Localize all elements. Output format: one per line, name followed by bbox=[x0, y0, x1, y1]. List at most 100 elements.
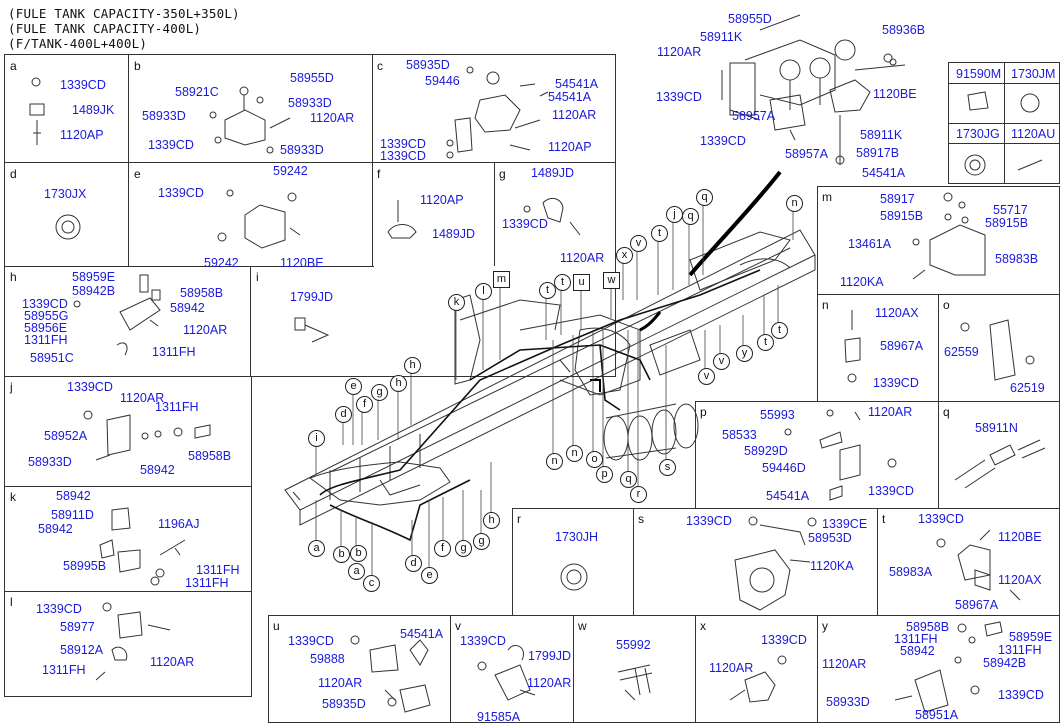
part-label[interactable]: 91590M bbox=[956, 67, 1002, 81]
callout-marker[interactable]: q bbox=[696, 189, 713, 206]
part-label[interactable]: 55993 bbox=[760, 408, 795, 422]
part-label[interactable]: 59242 bbox=[273, 164, 308, 178]
callout-marker[interactable]: c bbox=[363, 575, 380, 592]
part-label[interactable]: 58942 bbox=[38, 522, 73, 536]
part-label[interactable]: 58967A bbox=[880, 339, 924, 353]
callout-marker[interactable]: a bbox=[348, 563, 365, 580]
part-label[interactable]: 58951A bbox=[915, 708, 959, 722]
callout-marker[interactable]: t bbox=[539, 282, 556, 299]
part-label[interactable]: 54541A bbox=[548, 90, 592, 104]
part-label[interactable]: 1339CD bbox=[36, 602, 82, 616]
callout-marker[interactable]: y bbox=[736, 345, 753, 362]
part-label[interactable]: 1120AR bbox=[150, 655, 195, 669]
part-label[interactable]: 1120AP bbox=[548, 140, 592, 154]
part-label[interactable]: 58917 bbox=[880, 192, 915, 206]
part-label[interactable]: 1311FH bbox=[998, 643, 1042, 657]
part-label[interactable]: 58933D bbox=[142, 109, 186, 123]
part-label[interactable]: 58942B bbox=[983, 656, 1027, 670]
part-label[interactable]: 58942 bbox=[56, 489, 91, 503]
callout-marker[interactable]: f bbox=[356, 396, 373, 413]
part-label[interactable]: 58911N bbox=[975, 421, 1018, 435]
part-label[interactable]: 1339CD bbox=[686, 514, 732, 528]
part-label[interactable]: 58955D bbox=[290, 71, 334, 85]
part-label[interactable]: 58959E bbox=[72, 270, 116, 284]
callout-marker[interactable]: w bbox=[603, 272, 620, 289]
part-label[interactable]: 58911K bbox=[860, 128, 903, 142]
part-label[interactable]: 1120KA bbox=[810, 559, 854, 573]
part-label[interactable]: 58933D bbox=[280, 143, 324, 157]
part-label[interactable]: 1120BE bbox=[998, 530, 1042, 544]
part-label[interactable]: 1120AR bbox=[822, 657, 867, 671]
part-label[interactable]: 58955G bbox=[24, 309, 69, 323]
part-label[interactable]: 58942 bbox=[170, 301, 205, 315]
part-label[interactable]: 1311FH bbox=[196, 563, 240, 577]
part-label[interactable]: 1311FH bbox=[42, 663, 86, 677]
part-label[interactable]: 58956E bbox=[24, 321, 68, 335]
callout-marker[interactable]: b bbox=[333, 546, 350, 563]
part-label[interactable]: 1339CD bbox=[918, 512, 964, 526]
part-label[interactable]: 58958B bbox=[906, 620, 950, 634]
callout-marker[interactable]: f bbox=[434, 540, 451, 557]
part-label[interactable]: 1339CE bbox=[822, 517, 868, 531]
part-label[interactable]: 1339CD bbox=[380, 149, 426, 163]
part-label[interactable]: 1120AR bbox=[709, 661, 754, 675]
part-label[interactable]: 1339CD bbox=[873, 376, 919, 390]
callout-marker[interactable]: e bbox=[421, 567, 438, 584]
part-label[interactable]: 1120AR bbox=[560, 251, 605, 265]
part-label[interactable]: 1120AX bbox=[875, 306, 919, 320]
part-label[interactable]: 1120KA bbox=[840, 275, 884, 289]
part-label[interactable]: 1339CD bbox=[656, 90, 702, 104]
part-label[interactable]: 1120AP bbox=[420, 193, 464, 207]
part-label[interactable]: 58933D bbox=[288, 96, 332, 110]
callout-marker[interactable]: n bbox=[546, 453, 563, 470]
part-label[interactable]: 1730JM bbox=[1011, 67, 1056, 81]
part-label[interactable]: 58929D bbox=[744, 444, 788, 458]
part-label[interactable]: 1120AX bbox=[998, 573, 1042, 587]
part-label[interactable]: 1339CD bbox=[502, 217, 548, 231]
callout-marker[interactable]: g bbox=[473, 533, 490, 550]
callout-marker[interactable]: h bbox=[483, 512, 500, 529]
part-label[interactable]: 1339CD bbox=[67, 380, 113, 394]
part-label[interactable]: 1339CD bbox=[700, 134, 746, 148]
callout-marker[interactable]: q bbox=[620, 471, 637, 488]
part-label[interactable]: 1311FH bbox=[894, 632, 938, 646]
part-label[interactable]: 58942B bbox=[72, 284, 116, 298]
part-label[interactable]: 58953D bbox=[808, 531, 852, 545]
part-label[interactable]: 58933D bbox=[28, 455, 72, 469]
part-label[interactable]: 58935D bbox=[322, 697, 366, 711]
part-label[interactable]: 58959E bbox=[1009, 630, 1053, 644]
part-label[interactable]: 1120AP bbox=[60, 128, 104, 142]
callout-marker[interactable]: q bbox=[682, 208, 699, 225]
callout-marker[interactable]: e bbox=[345, 378, 362, 395]
part-label[interactable]: 58936B bbox=[882, 23, 926, 37]
part-label[interactable]: 58995B bbox=[63, 559, 107, 573]
callout-marker[interactable]: t bbox=[757, 334, 774, 351]
part-label[interactable]: 55717 bbox=[993, 203, 1028, 217]
part-label[interactable]: 1730JH bbox=[555, 530, 599, 544]
part-label[interactable]: 1120AR bbox=[183, 323, 228, 337]
part-label[interactable]: 1120AR bbox=[527, 676, 572, 690]
callout-marker[interactable]: v bbox=[630, 235, 647, 252]
part-label[interactable]: 1339CD bbox=[60, 78, 106, 92]
part-label[interactable]: 58915B bbox=[880, 209, 924, 223]
part-label[interactable]: 58921C bbox=[175, 85, 219, 99]
part-label[interactable]: 1311FH bbox=[155, 400, 199, 414]
callout-marker[interactable]: d bbox=[405, 555, 422, 572]
callout-marker[interactable]: b bbox=[350, 545, 367, 562]
part-label[interactable]: 58957A bbox=[732, 109, 776, 123]
part-label[interactable]: 1120AR bbox=[657, 45, 702, 59]
part-label[interactable]: 1339CD bbox=[460, 634, 506, 648]
callout-marker[interactable]: k bbox=[448, 294, 465, 311]
part-label[interactable]: 1339CD bbox=[22, 297, 68, 311]
part-label[interactable]: 1311FH bbox=[185, 576, 229, 590]
part-label[interactable]: 54541A bbox=[400, 627, 444, 641]
part-label[interactable]: 58958B bbox=[188, 449, 232, 463]
part-label[interactable]: 59888 bbox=[310, 652, 345, 666]
part-label[interactable]: 1339CD bbox=[158, 186, 204, 200]
callout-marker[interactable]: h bbox=[390, 375, 407, 392]
part-label[interactable]: 1799JD bbox=[528, 649, 572, 663]
callout-marker[interactable]: n bbox=[786, 195, 803, 212]
callout-marker[interactable]: u bbox=[573, 274, 590, 291]
callout-marker[interactable]: m bbox=[493, 271, 510, 288]
part-label[interactable]: 1120AU bbox=[1011, 127, 1056, 141]
